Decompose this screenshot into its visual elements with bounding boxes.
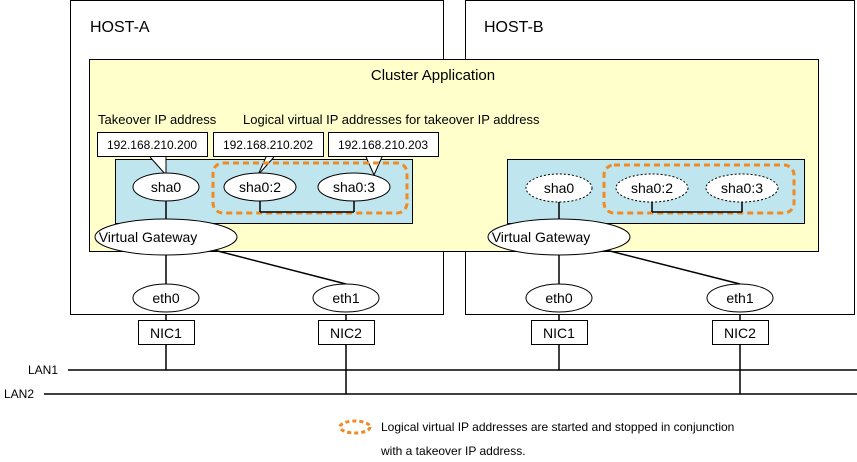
host-b-wiring xyxy=(558,200,743,394)
eth-label: eth1 xyxy=(726,290,753,306)
host-b-nic2: NIC2 xyxy=(712,320,769,345)
host-b-logical-group xyxy=(602,163,796,215)
host-a-sha0-2-node: sha0:2 xyxy=(223,172,297,202)
eth-label: eth1 xyxy=(332,290,359,306)
host-a-label: HOST-A xyxy=(90,19,150,36)
host-a-sha0-node: sha0 xyxy=(132,172,200,202)
legend-line-2: with a takeover IP address. xyxy=(380,444,526,458)
interface-label: sha0:3 xyxy=(721,180,763,196)
takeover-ip-label: Takeover IP address xyxy=(98,112,217,127)
host-a-logical-group xyxy=(211,161,409,215)
host-b-label: HOST-B xyxy=(484,19,544,36)
host-b-eth1: eth1 xyxy=(706,283,774,313)
ip-address: 192.168.210.203 xyxy=(338,138,428,152)
host-b-eth0: eth0 xyxy=(525,283,593,313)
logical-ip-label: Logical virtual IP addresses for takeove… xyxy=(243,112,540,127)
eth-label: eth0 xyxy=(545,290,572,306)
host-b-sha0-node: sha0 xyxy=(525,173,593,203)
host-a-nic2: NIC2 xyxy=(318,320,375,345)
host-a-eth0: eth0 xyxy=(132,283,200,313)
host-a-virtual-gateway: Virtual Gateway xyxy=(94,218,238,256)
nic-label: NIC1 xyxy=(150,325,182,341)
interface-label: sha0 xyxy=(151,179,182,195)
ip-callout-203: 192.168.210.203 xyxy=(328,132,439,177)
ip-address: 192.168.210.200 xyxy=(107,138,197,152)
nic-label: NIC2 xyxy=(724,325,756,341)
interface-label: sha0:3 xyxy=(333,179,375,195)
host-a-nic1: NIC1 xyxy=(138,320,195,345)
host-a-sha0-3-node: sha0:3 xyxy=(317,172,391,202)
host-b-sha0-2-node: sha0:2 xyxy=(615,173,689,203)
host-b-virtual-gateway: Virtual Gateway xyxy=(487,218,631,256)
nic-label: NIC1 xyxy=(543,325,575,341)
ip-callout-202: 192.168.210.202 xyxy=(213,132,324,176)
host-a-wiring xyxy=(165,200,355,394)
ip-address: 192.168.210.202 xyxy=(223,138,313,152)
legend-line-1: Logical virtual IP addresses are started… xyxy=(381,420,734,434)
gateway-label: Virtual Gateway xyxy=(492,229,591,245)
interface-label: sha0 xyxy=(544,180,575,196)
host-b-sha0-3-node: sha0:3 xyxy=(705,173,779,203)
host-b-nic1: NIC1 xyxy=(531,320,588,345)
ip-callout-200: 192.168.210.200 xyxy=(97,132,208,177)
host-a-eth1: eth1 xyxy=(312,283,380,313)
eth-label: eth0 xyxy=(152,290,179,306)
gateway-label: Virtual Gateway xyxy=(99,229,198,245)
lan1-label: LAN1 xyxy=(28,363,58,377)
interface-label: sha0:2 xyxy=(631,180,673,196)
cluster-application-label: Cluster Application xyxy=(371,67,495,84)
interface-label: sha0:2 xyxy=(239,179,281,195)
lan2-label: LAN2 xyxy=(4,387,34,401)
legend-orange-dashed-icon xyxy=(338,419,372,435)
nic-label: NIC2 xyxy=(330,325,362,341)
